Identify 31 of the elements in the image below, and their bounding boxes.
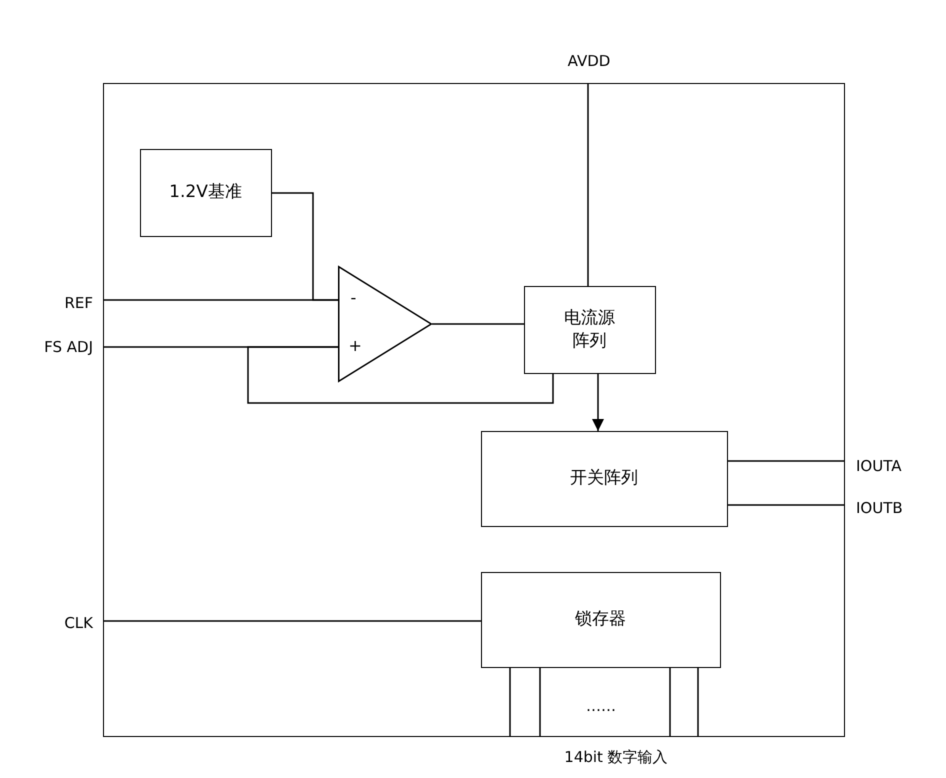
pin-label: FS ADJ (44, 338, 93, 356)
block-label: 电流源阵列 (562, 307, 616, 352)
pin-label: REF (64, 294, 93, 312)
block-label: 开关阵列 (570, 467, 638, 490)
circuit-block (480, 430, 728, 526)
arrow (592, 374, 604, 431)
connector-line (103, 620, 481, 622)
connector-line (669, 668, 671, 737)
connector-line (728, 504, 845, 506)
connector-line (432, 323, 524, 325)
connector-line (728, 460, 845, 462)
block-label: 锁存器 (575, 608, 626, 631)
ellipsis-label: …… (586, 697, 616, 715)
circuit-block (140, 148, 272, 236)
pin-label: IOUTB (856, 499, 903, 517)
input-sign: + (348, 336, 362, 354)
chip-outline (103, 83, 845, 737)
pin-label: IOUTA (856, 457, 902, 475)
connector-line (587, 83, 589, 286)
connector-line (103, 299, 338, 301)
connector-line (247, 346, 554, 404)
block-label: 1.2V基准 (169, 181, 242, 204)
pin-label: AVDD (568, 52, 610, 70)
input-sign: - (350, 288, 356, 306)
connector-line (697, 668, 699, 737)
pin-label: 14bit 数字输入 (564, 748, 668, 766)
connector-line (539, 668, 541, 737)
pin-label: CLK (64, 614, 93, 632)
circuit-block (480, 572, 720, 668)
connector-line (509, 668, 511, 737)
circuit-block (524, 286, 656, 374)
